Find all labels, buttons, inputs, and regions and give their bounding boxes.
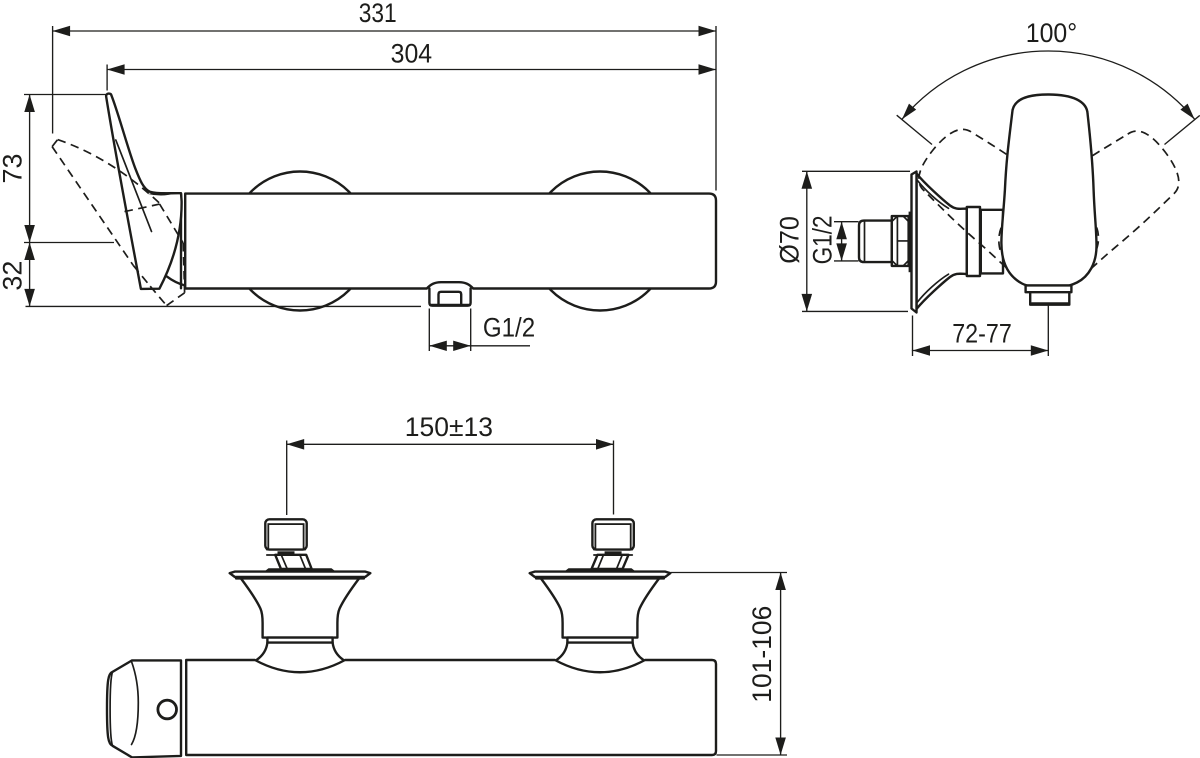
svg-text:304: 304 [391, 39, 433, 69]
svg-text:101-106: 101-106 [747, 606, 777, 703]
svg-text:G1/2: G1/2 [483, 313, 535, 343]
svg-text:150±13: 150±13 [405, 412, 493, 442]
svg-text:73: 73 [0, 154, 27, 184]
svg-text:32: 32 [0, 261, 27, 291]
svg-text:100°: 100° [1026, 18, 1077, 48]
svg-text:331: 331 [359, 0, 397, 28]
svg-text:G1/2: G1/2 [808, 215, 838, 264]
svg-text:72-77: 72-77 [952, 318, 1012, 348]
svg-text:Ø70: Ø70 [775, 216, 805, 264]
